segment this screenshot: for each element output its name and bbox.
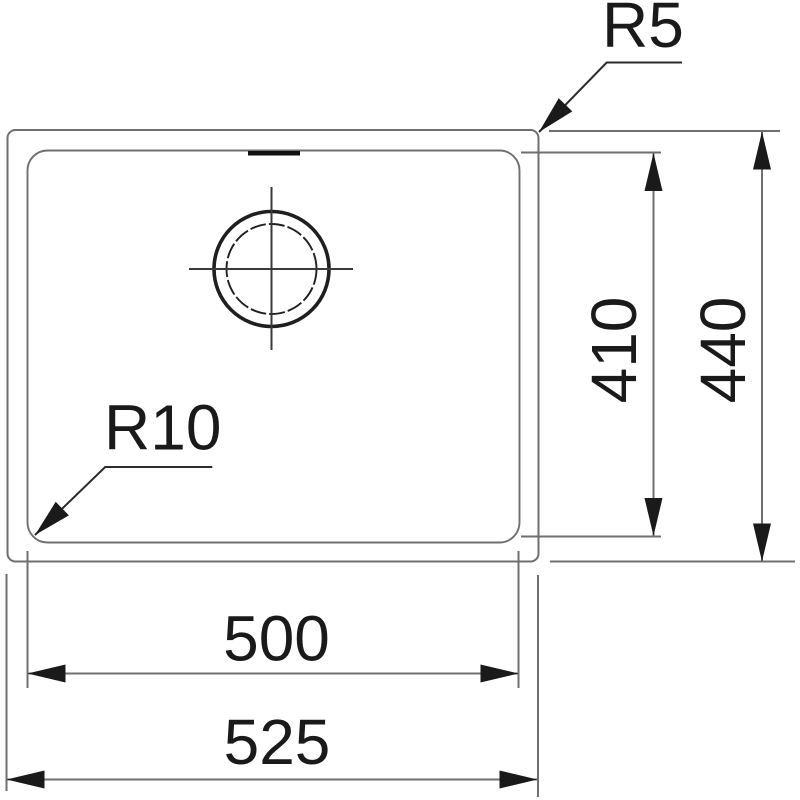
svg-text:440: 440 [687,297,759,404]
svg-text:410: 410 [578,297,650,404]
svg-text:500: 500 [223,603,330,675]
svg-text:525: 525 [224,706,331,778]
svg-text:R5: R5 [602,0,684,61]
svg-text:R10: R10 [104,392,221,464]
